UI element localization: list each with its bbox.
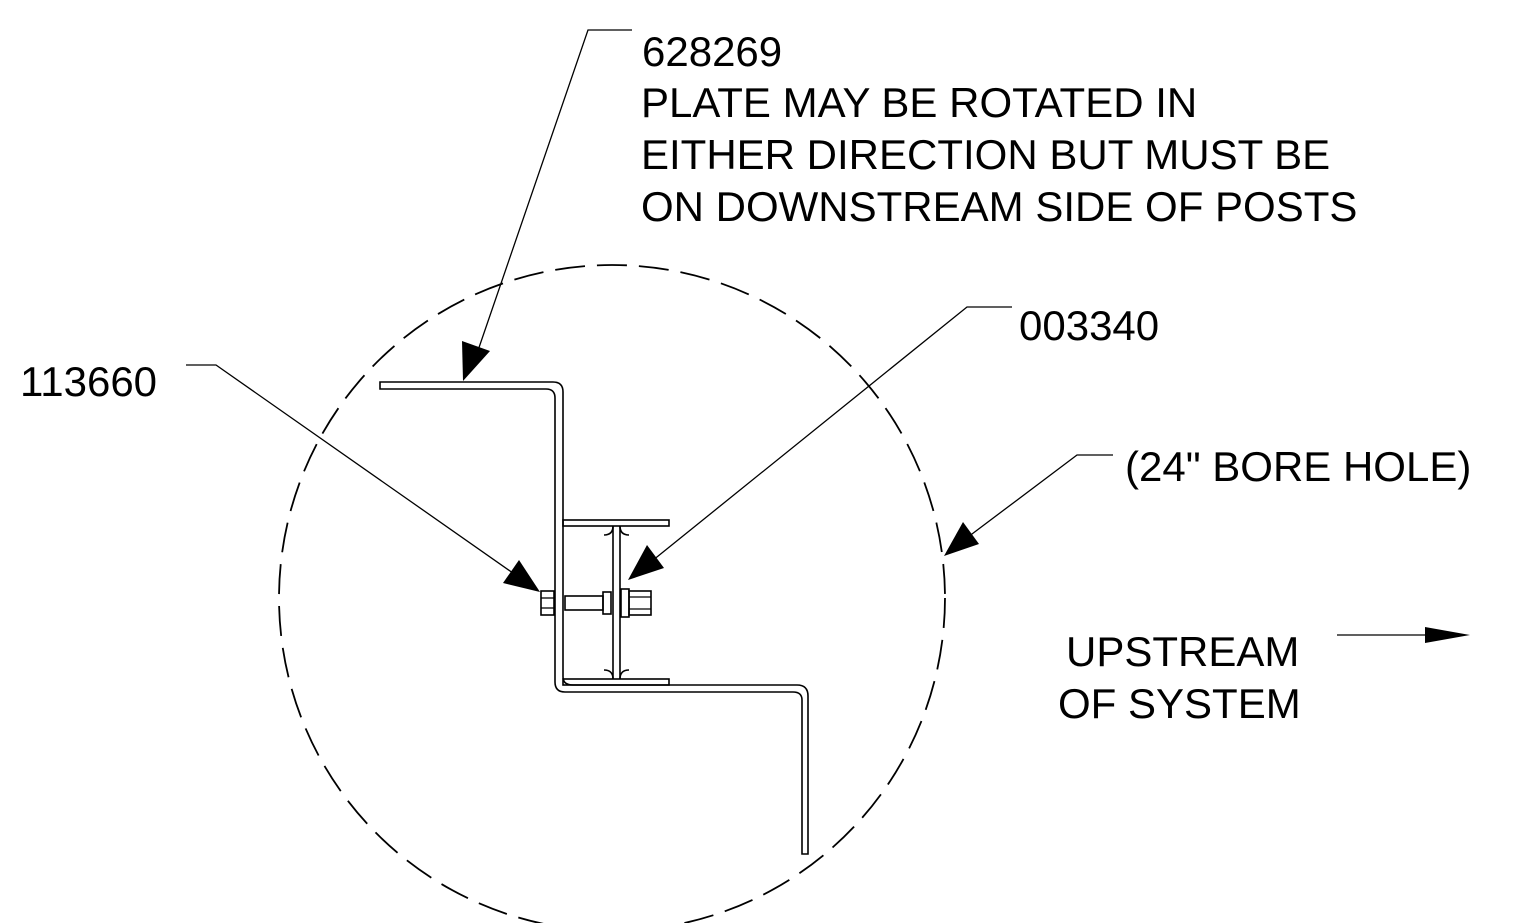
bolt-assembly	[540, 588, 652, 618]
bolt-part-number: 113660	[20, 358, 157, 405]
plate-part-number: 628269	[642, 28, 782, 75]
nut-part-number: 003340	[1019, 302, 1159, 349]
plate-note-line-2: EITHER DIRECTION BUT MUST BE	[641, 131, 1330, 178]
bore-hole-outline	[278, 264, 946, 923]
plate-note-line-3: ON DOWNSTREAM SIDE OF POSTS	[641, 183, 1357, 230]
bore-hole-label: (24" BORE HOLE)	[1125, 443, 1471, 490]
bore-hole-leader	[944, 454, 1113, 556]
bolt-leader	[186, 364, 540, 592]
i-beam-post	[562, 519, 670, 686]
flow-direction-line-1: UPSTREAM	[1066, 628, 1299, 675]
z-plate	[379, 381, 809, 855]
nut-leader	[628, 306, 1012, 580]
plate-leader	[462, 29, 632, 381]
flow-direction-line-2: OF SYSTEM	[1058, 680, 1301, 727]
plate-note-line-1: PLATE MAY BE ROTATED IN	[641, 79, 1197, 126]
flow-direction-arrow	[1337, 627, 1470, 643]
